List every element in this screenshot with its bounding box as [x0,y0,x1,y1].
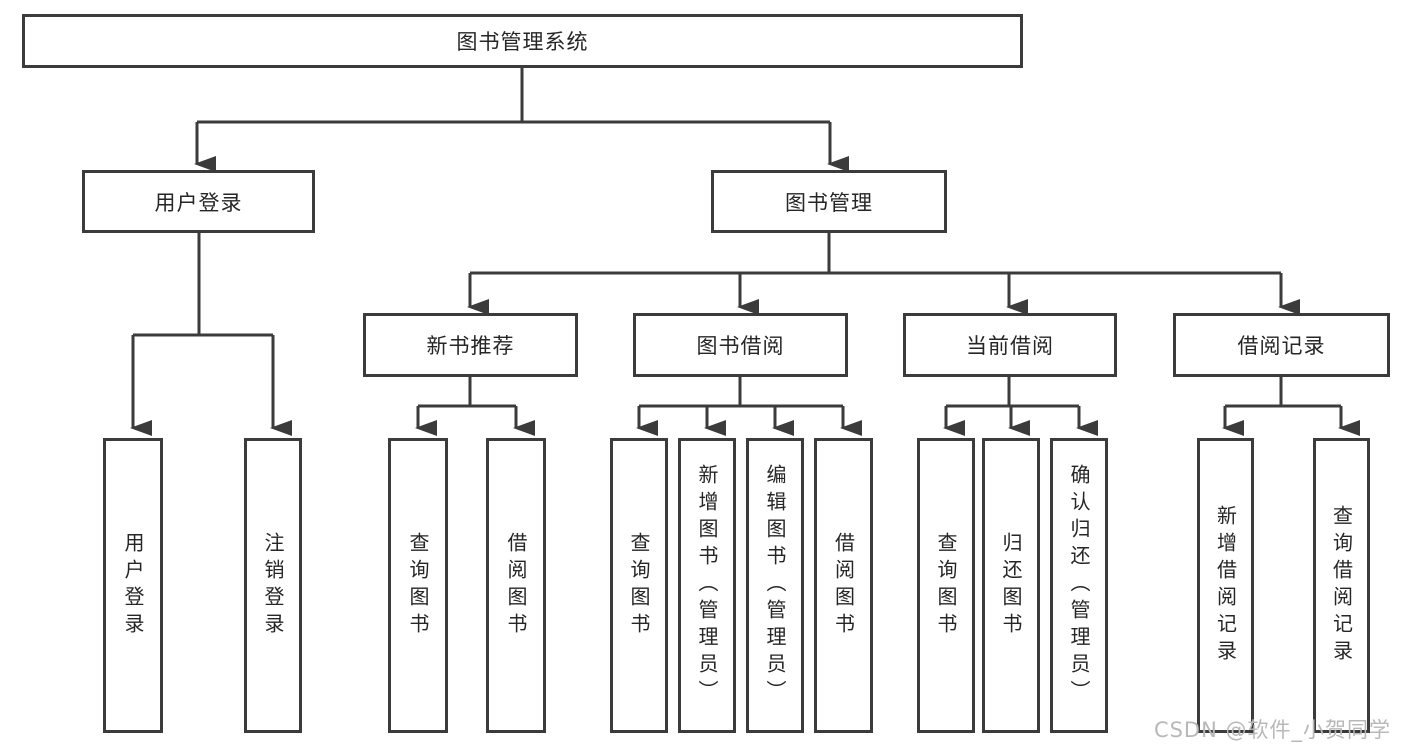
leaf-add-books-admin: 新增图书（管理员） [678,438,736,733]
node-root-system: 图书管理系统 [22,14,1023,68]
leaf-logout-login: 注销登录 [244,438,302,733]
leaf-confirm-return-admin: 确认归还（管理员） [1050,438,1108,733]
node-user-login: 用户登录 [82,170,315,233]
leaf-query-books-2: 查询图书 [610,438,668,733]
node-new-book-recommend: 新书推荐 [363,313,578,377]
leaf-borrow-books: 借阅图书 [486,438,546,733]
leaf-user-login: 用户登录 [103,438,163,733]
node-borrow-records: 借阅记录 [1173,313,1390,377]
node-book-management: 图书管理 [711,170,947,233]
csdn-watermark: CSDN @软件_小贺同学 [1153,718,1391,742]
leaf-add-borrow-record: 新增借阅记录 [1197,438,1254,733]
leaf-borrow-books-2: 借阅图书 [814,438,873,733]
leaf-query-books-3: 查询图书 [917,438,975,733]
node-current-borrowing: 当前借阅 [903,313,1117,377]
leaf-edit-books-admin: 编辑图书（管理员） [746,438,804,733]
leaf-return-books: 归还图书 [982,438,1040,733]
node-book-borrowing: 图书借阅 [633,313,848,377]
leaf-query-borrow-record: 查询借阅记录 [1313,438,1370,733]
leaf-query-books: 查询图书 [388,438,448,733]
